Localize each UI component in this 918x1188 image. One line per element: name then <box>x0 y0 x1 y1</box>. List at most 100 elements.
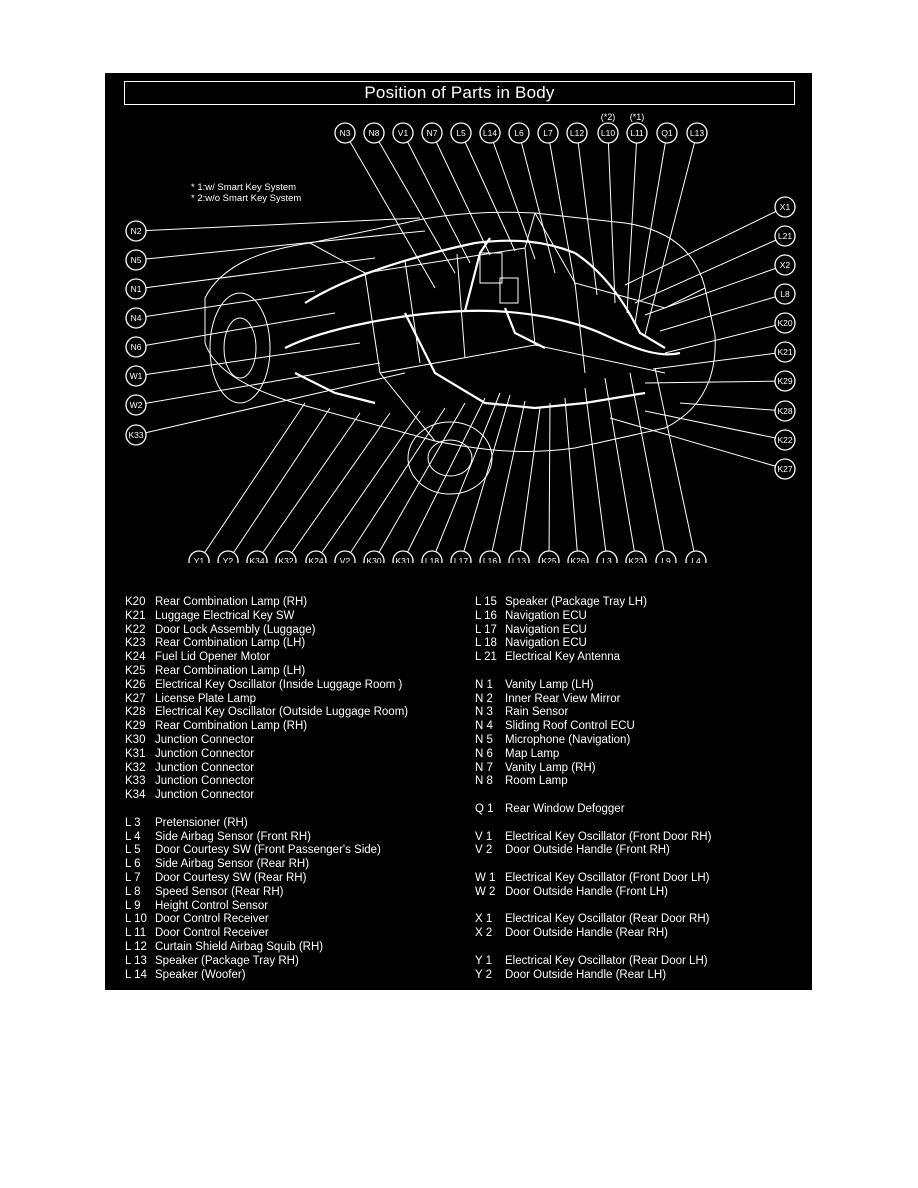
legend-code: K28 <box>125 706 146 719</box>
callout-circle-l14 <box>479 122 501 144</box>
legend-code: L 11 <box>125 927 147 940</box>
callout-circle-n1 <box>125 278 147 300</box>
legend-row <box>475 858 711 872</box>
callout-label-k22: K22 <box>777 435 792 445</box>
callout-circle-n7 <box>421 122 443 144</box>
legend-label: Height Control Sensor <box>155 899 269 912</box>
callout-label-k30: K30 <box>366 556 381 563</box>
callout-circle-k22 <box>774 429 796 451</box>
callout-circle-x2 <box>774 254 796 276</box>
legend-code: L 14 <box>125 968 147 981</box>
leader-line-l6 <box>518 132 556 274</box>
leader-line-l18 <box>431 392 501 562</box>
callout-label-l7: L7 <box>543 128 553 138</box>
legend-label: Inner Rear View Mirror <box>505 692 621 705</box>
leader-line-n2 <box>135 217 421 232</box>
legend-code: L 8 <box>125 885 141 898</box>
callout-circle-l12 <box>566 122 588 144</box>
callout-label-w2: W2 <box>130 400 143 410</box>
callout-label-l11: L11 <box>630 128 644 138</box>
leader-line-k22 <box>644 410 786 441</box>
callout-label-k27: K27 <box>777 464 792 474</box>
callout-label-l21: L21 <box>778 231 792 241</box>
leader-line-n1 <box>135 257 376 290</box>
legend-code: K33 <box>125 775 146 788</box>
callout-circle-l13 <box>686 122 708 144</box>
variant-mark-l10: (*2) <box>601 112 616 122</box>
legend-label: Rear Combination Lamp (LH) <box>155 637 306 650</box>
legend-code: L 15 <box>475 596 497 608</box>
leader-line-l8 <box>659 293 786 332</box>
callout-label-k24: K24 <box>308 556 323 563</box>
legend-code: N 4 <box>475 720 493 733</box>
leader-line-k26 <box>564 397 579 562</box>
leader-line-x2 <box>644 264 786 316</box>
legend-code: K32 <box>125 761 146 774</box>
legend-code: K21 <box>125 609 146 622</box>
leader-line-k27 <box>609 417 786 470</box>
legend-code: K31 <box>125 747 146 760</box>
callout-circle-k21 <box>774 341 796 363</box>
legend-code: X 1 <box>475 913 493 926</box>
legend-label: Pretensioner (RH) <box>155 816 248 829</box>
legend-label: Speaker (Package Tray LH) <box>505 596 647 608</box>
callout-label-k33: K33 <box>128 430 143 440</box>
callout-circle-k34 <box>246 550 268 563</box>
legend-code: K20 <box>125 596 146 608</box>
legend-label: Speaker (Package Tray RH) <box>155 954 299 967</box>
legend-label: Rear Combination Lamp (RH) <box>155 720 308 733</box>
leader-line-n8 <box>373 132 456 274</box>
callout-label-n1: N1 <box>131 284 142 294</box>
legend-code <box>475 900 505 914</box>
callout-label-l5: L5 <box>456 128 466 138</box>
leader-line-l14 <box>489 132 536 260</box>
leader-line-l7 <box>547 132 576 286</box>
legend-row <box>475 900 711 914</box>
callout-circle-v2 <box>334 550 356 563</box>
legend-code: K30 <box>125 733 146 746</box>
callout-circle-k24 <box>305 550 327 563</box>
legend-label: Rear Combination Lamp (LH) <box>155 664 306 677</box>
legend-label: Sliding Roof Control ECU <box>505 720 635 733</box>
legend-code: L 3 <box>125 816 141 829</box>
leader-line-l4 <box>654 367 697 562</box>
callout-label-x2: X2 <box>780 260 791 270</box>
variant-mark-l11: (*1) <box>630 112 645 122</box>
legend-label: Electrical Key Oscillator (Front Door LH… <box>505 871 710 884</box>
legend-label: Speaker (Woofer) <box>155 968 246 981</box>
legend-code: N 1 <box>475 678 493 691</box>
legend-code: L 18 <box>475 637 497 650</box>
legend-label: Vanity Lamp (RH) <box>505 761 596 774</box>
callout-label-l14: L14 <box>483 128 497 138</box>
legend-row <box>125 803 408 817</box>
legend-row: L 15 Speaker (Package Tray LH) <box>475 596 711 610</box>
callout-label-l10: L10 <box>601 128 615 138</box>
callout-circle-v1 <box>392 122 414 144</box>
leader-line-k24 <box>315 410 421 562</box>
legend-label: Door Outside Handle (Front RH) <box>505 844 670 857</box>
callout-circle-l4 <box>685 550 707 563</box>
wire-harness <box>284 237 681 410</box>
legend-label: Luggage Electrical Key SW <box>155 609 295 622</box>
leader-line-k30 <box>373 402 466 562</box>
callout-circle-n3 <box>334 122 356 144</box>
legend-code: K34 <box>125 789 146 802</box>
callout-circle-l5 <box>450 122 472 144</box>
callout-label-k28: K28 <box>777 406 792 416</box>
legend-code: K27 <box>125 692 146 705</box>
